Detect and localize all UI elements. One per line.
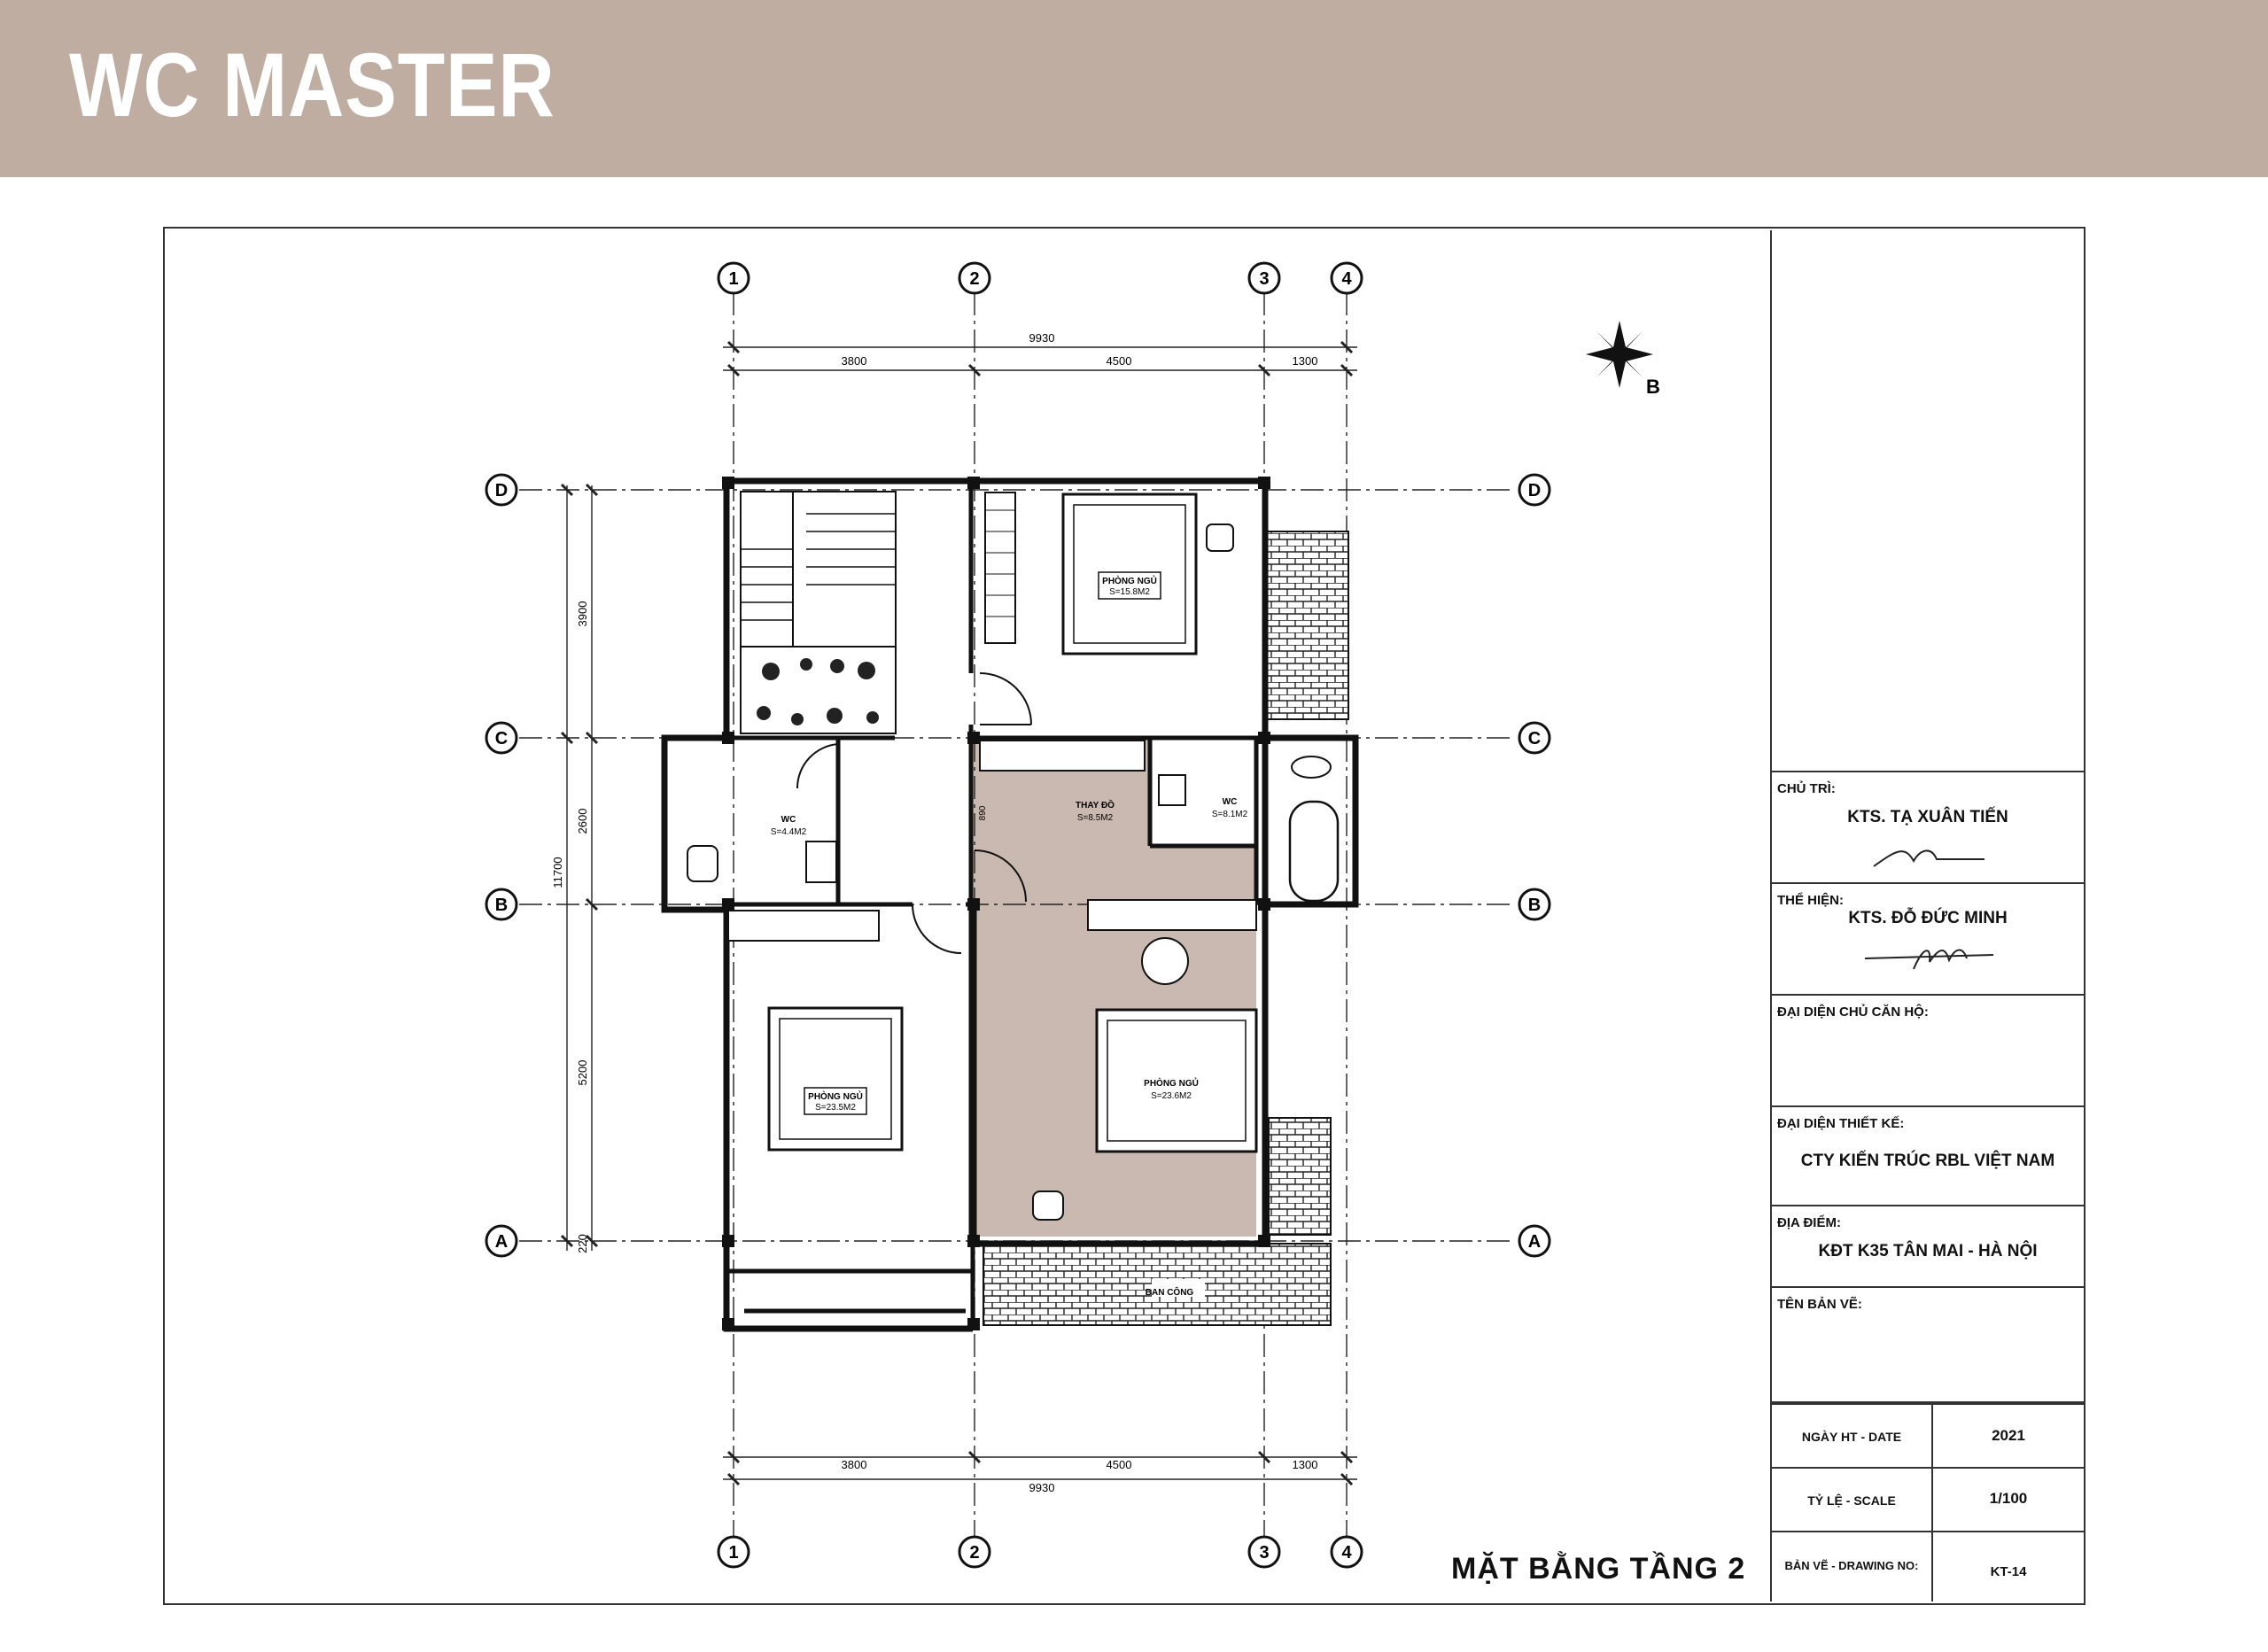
scale-value: 1/100 xyxy=(1989,1490,2028,1507)
drawing-no-label: BẢN VẼ - DRAWING NO: xyxy=(1784,1559,1919,1572)
room-name-dressing: THAY ĐỒ xyxy=(1076,799,1115,810)
dia-diem-value: KĐT K35 TÂN MAI - HÀ NỘI xyxy=(1818,1242,2038,1260)
room-area-bedroom-left: S=23.5M2 xyxy=(815,1103,856,1113)
date-label: NGÀY HT - DATE xyxy=(1801,1430,1902,1444)
dai-dien-tk-name: CTY KIẾN TRÚC RBL VIỆT NAM xyxy=(1800,1152,2055,1170)
room-area-wc-left: S=4.4M2 xyxy=(771,827,807,837)
page-title: WC MASTER xyxy=(69,35,555,136)
room-name-wc-master: WC xyxy=(1223,797,1238,807)
dai-dien-tk-label: ĐẠI DIỆN THIẾT KẾ: xyxy=(1777,1116,1905,1131)
dim-top-total: 9930 xyxy=(1029,331,1055,345)
chu-tri-name: KTS. TẠ XUÂN TIẾN xyxy=(1847,808,2008,826)
terrace-top xyxy=(1263,531,1349,720)
date-value: 2021 xyxy=(1992,1427,2025,1444)
dim-bottom-1: 3800 xyxy=(842,1458,867,1471)
grid-label-left-c: C xyxy=(495,729,508,748)
grid-label-right-b: B xyxy=(1528,896,1541,915)
door-swing-icons xyxy=(796,672,1032,954)
ten-ban-ve-label: TÊN BẢN VẼ: xyxy=(1777,1297,1862,1312)
grid-label-right-d: D xyxy=(1528,481,1541,500)
dim-top-2: 4500 xyxy=(1107,354,1132,368)
north-arrow-icon xyxy=(1586,321,1653,388)
chair-icon xyxy=(1032,1191,1064,1221)
room-area-wc-master: S=8.1M2 xyxy=(1212,810,1248,819)
tb-dia-diem: ĐỊA ĐIỂM: KĐT K35 TÂN MAI - HÀ NỘI xyxy=(1772,1206,2084,1288)
room-name-bedroom-left: PHÒNG NGỦ xyxy=(808,1090,863,1102)
sink-icon xyxy=(1158,774,1186,806)
plant-icon xyxy=(757,658,879,725)
room-name-balcony: BAN CÔNG xyxy=(1146,1286,1194,1298)
tb-the-hien: THỂ HIỆN: KTS. ĐỖ ĐỨC MINH xyxy=(1772,884,2084,996)
beds xyxy=(767,492,1258,1153)
room-area-bedroom-master: S=23.6M2 xyxy=(1151,1091,1192,1101)
title-block: CHỦ TRÌ: KTS. TẠ XUÂN TIẾN THỂ HIỆN: KTS… xyxy=(1770,230,2084,1602)
grid-label-left-d: D xyxy=(495,481,508,500)
toilet-icon xyxy=(687,845,718,882)
grid-label-left-b: B xyxy=(495,896,508,915)
drawing-no-value: KT-14 xyxy=(1990,1564,2027,1579)
signature-chu-tri xyxy=(1873,849,1984,867)
dim-bottom-3: 1300 xyxy=(1293,1458,1318,1471)
tb-divider xyxy=(1931,1403,1933,1602)
room-name-wc-left: WC xyxy=(781,815,796,825)
toilet-icon xyxy=(1291,756,1332,779)
room-name-bedroom-master: PHÒNG NGỦ xyxy=(1144,1077,1199,1089)
grid-label-bottom-4: 4 xyxy=(1341,1543,1352,1563)
dim-left-2: 2600 xyxy=(576,809,589,834)
dim-left-4: 220 xyxy=(576,1234,589,1253)
room-area-dressing: S=8.5M2 xyxy=(1077,813,1114,823)
header-banner: WC MASTER xyxy=(0,0,2268,177)
tb-chu-tri: CHỦ TRÌ: KTS. TẠ XUÂN TIẾN xyxy=(1772,772,2084,884)
dai-dien-chu-label: ĐẠI DIỆN CHỦ CĂN HỘ: xyxy=(1777,1004,1929,1020)
grid-label-left-a: A xyxy=(495,1232,508,1252)
the-hien-name: KTS. ĐỖ ĐỨC MINH xyxy=(1848,909,2008,927)
grid-label-top-1: 1 xyxy=(728,269,738,289)
drawing-sheet xyxy=(163,227,2085,1605)
grid-label-right-a: A xyxy=(1528,1232,1541,1252)
dim-left-3: 5200 xyxy=(576,1060,589,1086)
tb-ten-ban-ve: TÊN BẢN VẼ: xyxy=(1772,1288,2084,1403)
dim-left-total: 11700 xyxy=(551,857,564,888)
grid-label-bottom-1: 1 xyxy=(728,1543,738,1563)
grid-label-bottom-3: 3 xyxy=(1259,1543,1269,1563)
north-label: B xyxy=(1646,376,1660,398)
grid-label-right-c: C xyxy=(1528,729,1541,748)
armchair-icon xyxy=(1141,937,1189,985)
grid-label-top-3: 3 xyxy=(1259,269,1269,289)
room-area-bedroom-top: S=15.8M2 xyxy=(1109,587,1150,597)
room-name-bedroom-top: PHÒNG NGỦ xyxy=(1102,575,1157,586)
plan-title: MẶT BẰNG TẦNG 2 xyxy=(1451,1552,1746,1586)
grid-label-bottom-2: 2 xyxy=(969,1543,979,1563)
dia-diem-label: ĐỊA ĐIỂM: xyxy=(1777,1215,1841,1230)
dim-top-1: 3800 xyxy=(842,354,867,368)
the-hien-label: THỂ HIỆN: xyxy=(1777,893,1844,908)
bathtub-icon xyxy=(1288,800,1340,903)
tb-date: NGÀY HT - DATE 2021 xyxy=(1772,1403,2084,1469)
tb-blank-top xyxy=(1772,230,2084,772)
dim-top-3: 1300 xyxy=(1293,354,1318,368)
tb-drawing-no: BẢN VẼ - DRAWING NO: KT-14 xyxy=(1772,1532,2084,1602)
dim-890: 890 xyxy=(978,805,988,820)
chair-icon xyxy=(1206,524,1234,552)
chu-tri-label: CHỦ TRÌ: xyxy=(1777,781,1836,796)
dim-left-1: 3900 xyxy=(576,601,589,627)
scale-label: TỶ LỆ - SCALE xyxy=(1807,1493,1896,1508)
sink-icon xyxy=(805,841,837,883)
grid-label-top-4: 4 xyxy=(1341,269,1352,289)
tb-dai-dien-chu: ĐẠI DIỆN CHỦ CĂN HỘ: xyxy=(1772,996,2084,1107)
dim-bottom-2: 4500 xyxy=(1107,1458,1132,1471)
tb-dai-dien-tk: ĐẠI DIỆN THIẾT KẾ: CTY KIẾN TRÚC RBL VIỆ… xyxy=(1772,1107,2084,1206)
grid-label-top-2: 2 xyxy=(969,269,979,289)
signature-the-hien xyxy=(1864,949,1994,970)
staircase xyxy=(740,491,897,648)
tb-scale: TỶ LỆ - SCALE 1/100 xyxy=(1772,1469,2084,1532)
dim-bottom-total: 9930 xyxy=(1029,1481,1055,1494)
terrace-right xyxy=(1268,1117,1332,1236)
